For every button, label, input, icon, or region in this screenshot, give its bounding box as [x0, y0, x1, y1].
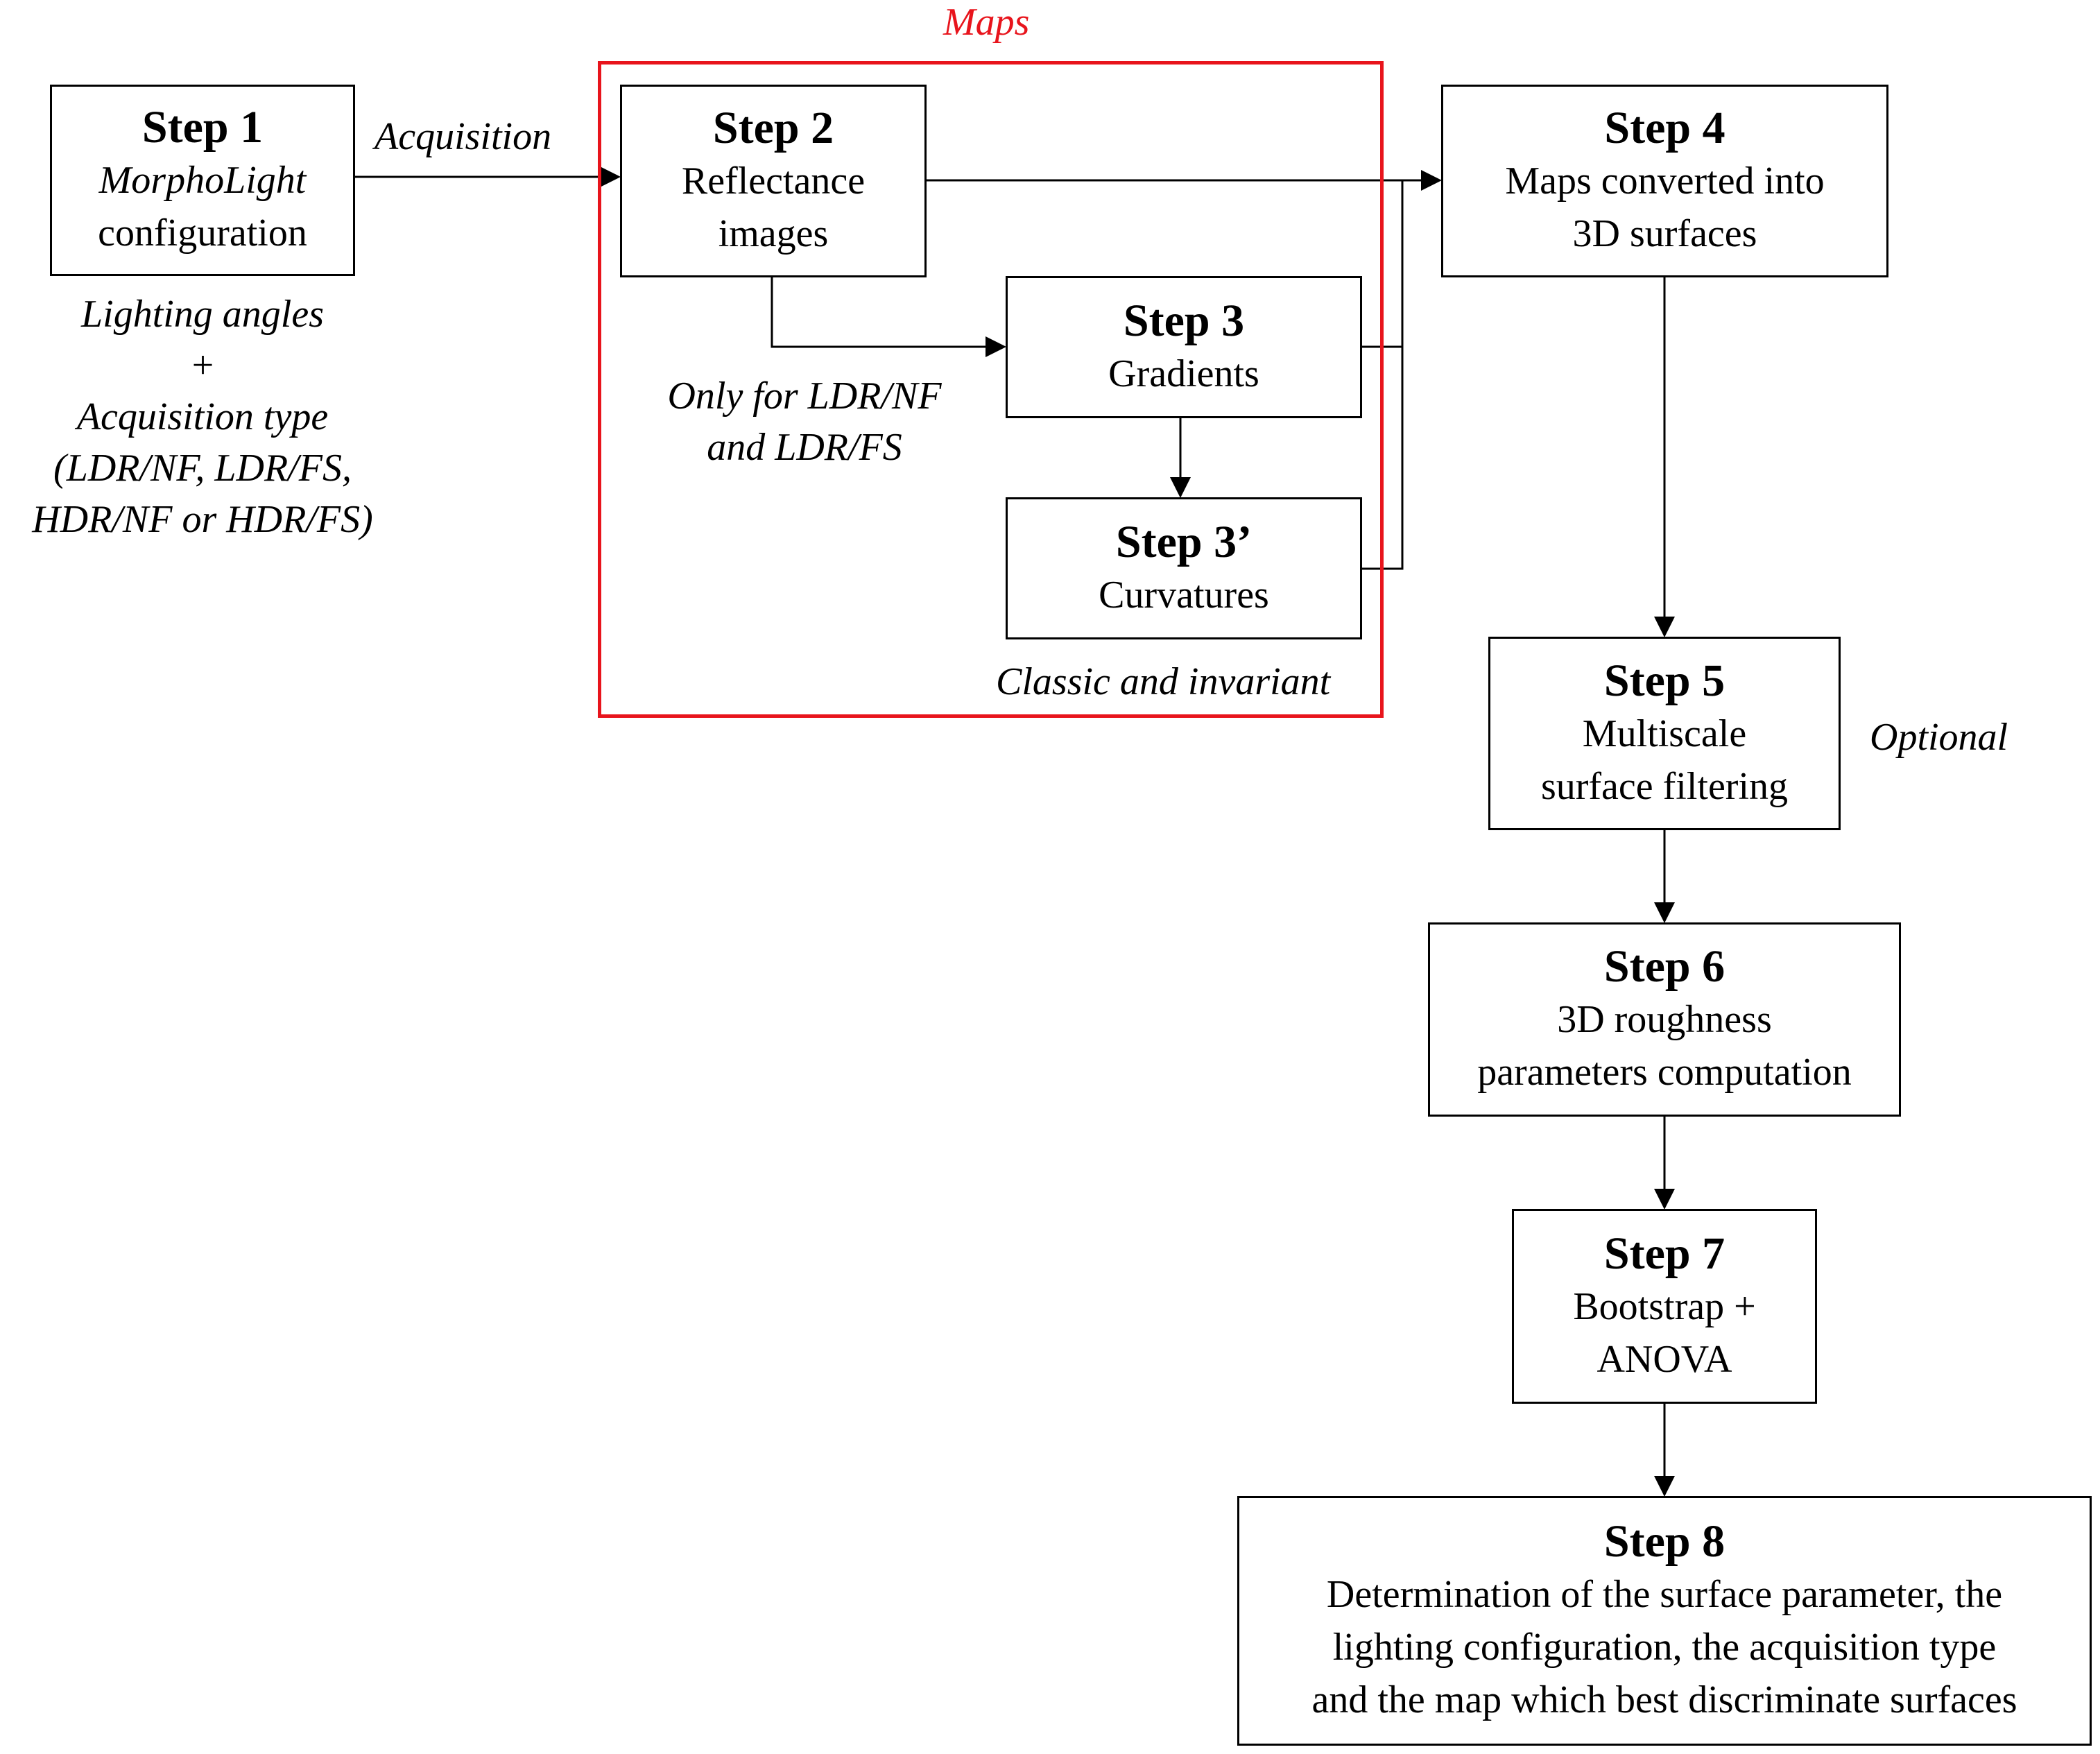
step3-body: Gradients	[1108, 352, 1259, 395]
step7-title: Step 7	[1603, 1228, 1725, 1279]
step3-title: Step 3	[1123, 295, 1245, 346]
step2-body: Reflectance images	[681, 160, 866, 255]
acquisition-label: Acquisition	[375, 115, 552, 158]
step4-box: Step 4 Maps converted into 3D surfaces	[1441, 85, 1888, 277]
step2-title: Step 2	[712, 103, 834, 153]
step5-body: Multiscale surface filtering	[1540, 712, 1789, 808]
step5-title: Step 5	[1603, 655, 1725, 706]
classic-invariant-note: Classic and invariant	[996, 660, 1331, 703]
maps-group	[598, 61, 1384, 718]
arrow-step2-to-step3	[771, 277, 1006, 357]
maps-group-label: Maps	[943, 1, 1030, 44]
step7-body: Bootstrap + ANOVA	[1573, 1284, 1756, 1381]
step5-box: Step 5 Multiscale surface filtering	[1488, 637, 1841, 830]
step3prime-box: Step 3’ Curvatures	[1006, 497, 1362, 639]
step1-line2: configuration	[98, 212, 307, 255]
optional-note: Optional	[1870, 716, 2008, 759]
step1-title: Step 1	[141, 102, 264, 153]
step1-box: Step 1 MorphoLight configuration	[50, 85, 355, 276]
step7-box: Step 7 Bootstrap + ANOVA	[1512, 1209, 1817, 1404]
step6-body: 3D roughness parameters computation	[1477, 998, 1852, 1094]
step4-body: Maps converted into 3D surfaces	[1505, 160, 1825, 255]
step1-line1: MorphoLight	[98, 159, 307, 202]
step4-title: Step 4	[1604, 103, 1725, 153]
step6-title: Step 6	[1603, 941, 1725, 992]
step8-box: Step 8 Determination of the surface para…	[1237, 1496, 2092, 1746]
only-for-note: Only for LDR/NF and LDR/FS	[667, 375, 942, 469]
step6-box: Step 6 3D roughness parameters computati…	[1428, 922, 1901, 1117]
step2-box: Step 2 Reflectance images	[620, 85, 927, 277]
step8-title: Step 8	[1603, 1516, 1725, 1567]
step1-inputs-note: Lighting angles + Acquisition type (LDR/…	[32, 293, 373, 541]
step3-box: Step 3 Gradients	[1006, 276, 1362, 418]
step8-body: Determination of the surface parameter, …	[1311, 1573, 2017, 1721]
step3prime-body: Curvatures	[1099, 573, 1269, 617]
step3prime-title: Step 3’	[1115, 516, 1253, 567]
